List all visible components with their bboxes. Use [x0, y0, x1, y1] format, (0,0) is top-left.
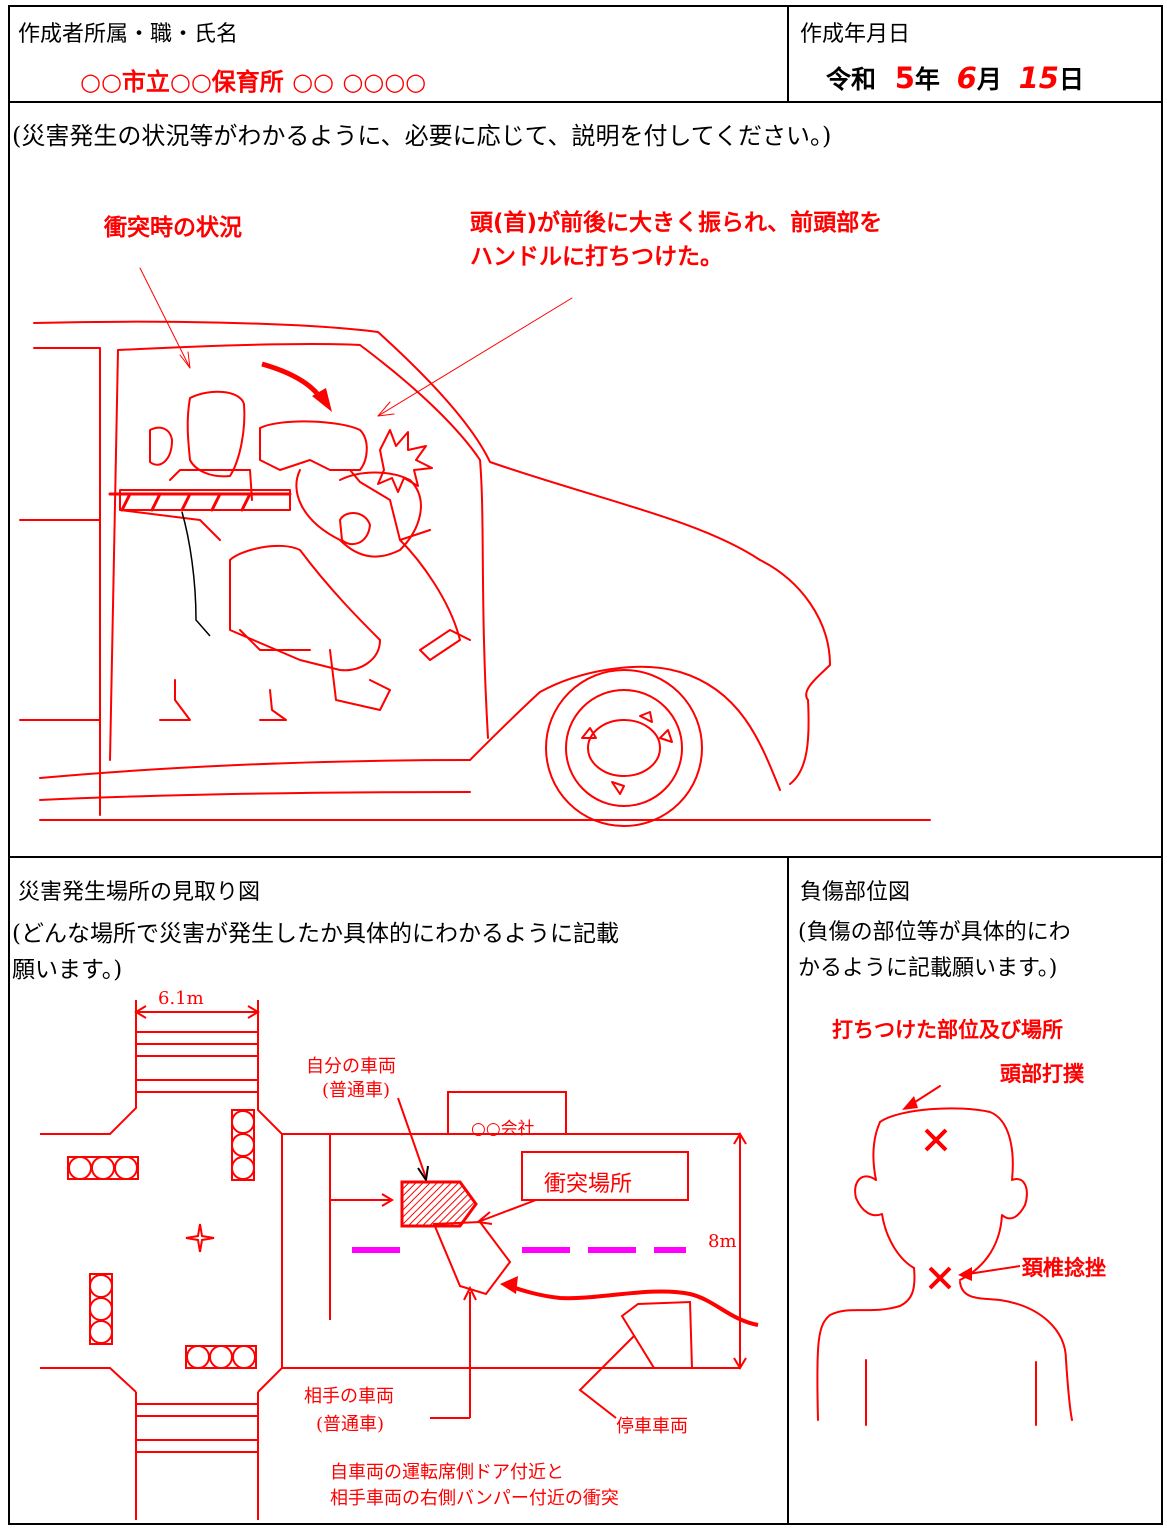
- divider-header-vertical: [787, 5, 789, 102]
- situation-instruction: (災害発生の状況等がわかるように、必要に応じて、説明を付してください。): [12, 122, 832, 150]
- date-month: 6: [956, 61, 977, 95]
- date-year: 5: [894, 61, 915, 95]
- location-map-instruction-line2: 願います。): [12, 957, 123, 983]
- date-label: 作成年月日: [800, 22, 911, 47]
- divider-header: [8, 101, 1163, 103]
- divider-bottom-vertical: [787, 856, 789, 1525]
- parked-vehicle-label: 停車車両: [616, 1416, 688, 1437]
- date-era: 令和: [826, 65, 877, 94]
- collision-site-label: 衝突場所: [544, 1172, 633, 1197]
- head-injury-label: 頭部打撲: [1000, 1062, 1084, 1086]
- own-vehicle-label-line2: (普通車): [322, 1080, 391, 1101]
- caption-collision: 衝突時の状況: [104, 215, 242, 241]
- collision-note-line2: 相手車両の右側バンパー付近の衝突: [330, 1488, 619, 1509]
- location-map-title: 災害発生場所の見取り図: [18, 880, 261, 905]
- injury-map-instruction-line2: かるように記載願います。): [798, 956, 1058, 981]
- creation-date: 令和 5年 6月 15日: [826, 60, 1084, 96]
- date-month-unit: 月: [976, 65, 1002, 94]
- injury-heading: 打ちつけた部位及び場所: [832, 1018, 1063, 1042]
- injury-map-title: 負傷部位図: [800, 880, 911, 905]
- author-value: ○○市立○○保育所 ○○ ○○○○: [80, 68, 427, 96]
- injury-map-instruction-line1: (負傷の部位等が具体的にわ: [798, 920, 1071, 945]
- other-vehicle-label-line1: 相手の車両: [304, 1386, 394, 1407]
- collision-note-line1: 自車両の運転席側ドア付近と: [330, 1462, 564, 1483]
- divider-situation: [8, 856, 1163, 858]
- road-width-label: 6.1m: [158, 988, 204, 1009]
- date-year-unit: 年: [914, 65, 940, 94]
- other-vehicle-label-line2: (普通車): [316, 1414, 385, 1435]
- neck-injury-label: 頚椎捻挫: [1022, 1256, 1106, 1280]
- date-day-unit: 日: [1058, 65, 1084, 94]
- form-frame: [8, 5, 1163, 1525]
- caption-head-line1: 頭(首)が前後に大きく振られ、前頭部を: [470, 210, 883, 236]
- location-map-instruction-line1: (どんな場所で災害が発生したか具体的にわかるように記載: [12, 921, 619, 947]
- own-vehicle-label-line1: 自分の車両: [306, 1056, 396, 1077]
- lane-width-label: 8m: [708, 1231, 737, 1252]
- date-day: 15: [1018, 61, 1059, 95]
- caption-head-line2: ハンドルに打ちつけた。: [470, 244, 723, 270]
- author-label: 作成者所属・職・氏名: [18, 22, 239, 47]
